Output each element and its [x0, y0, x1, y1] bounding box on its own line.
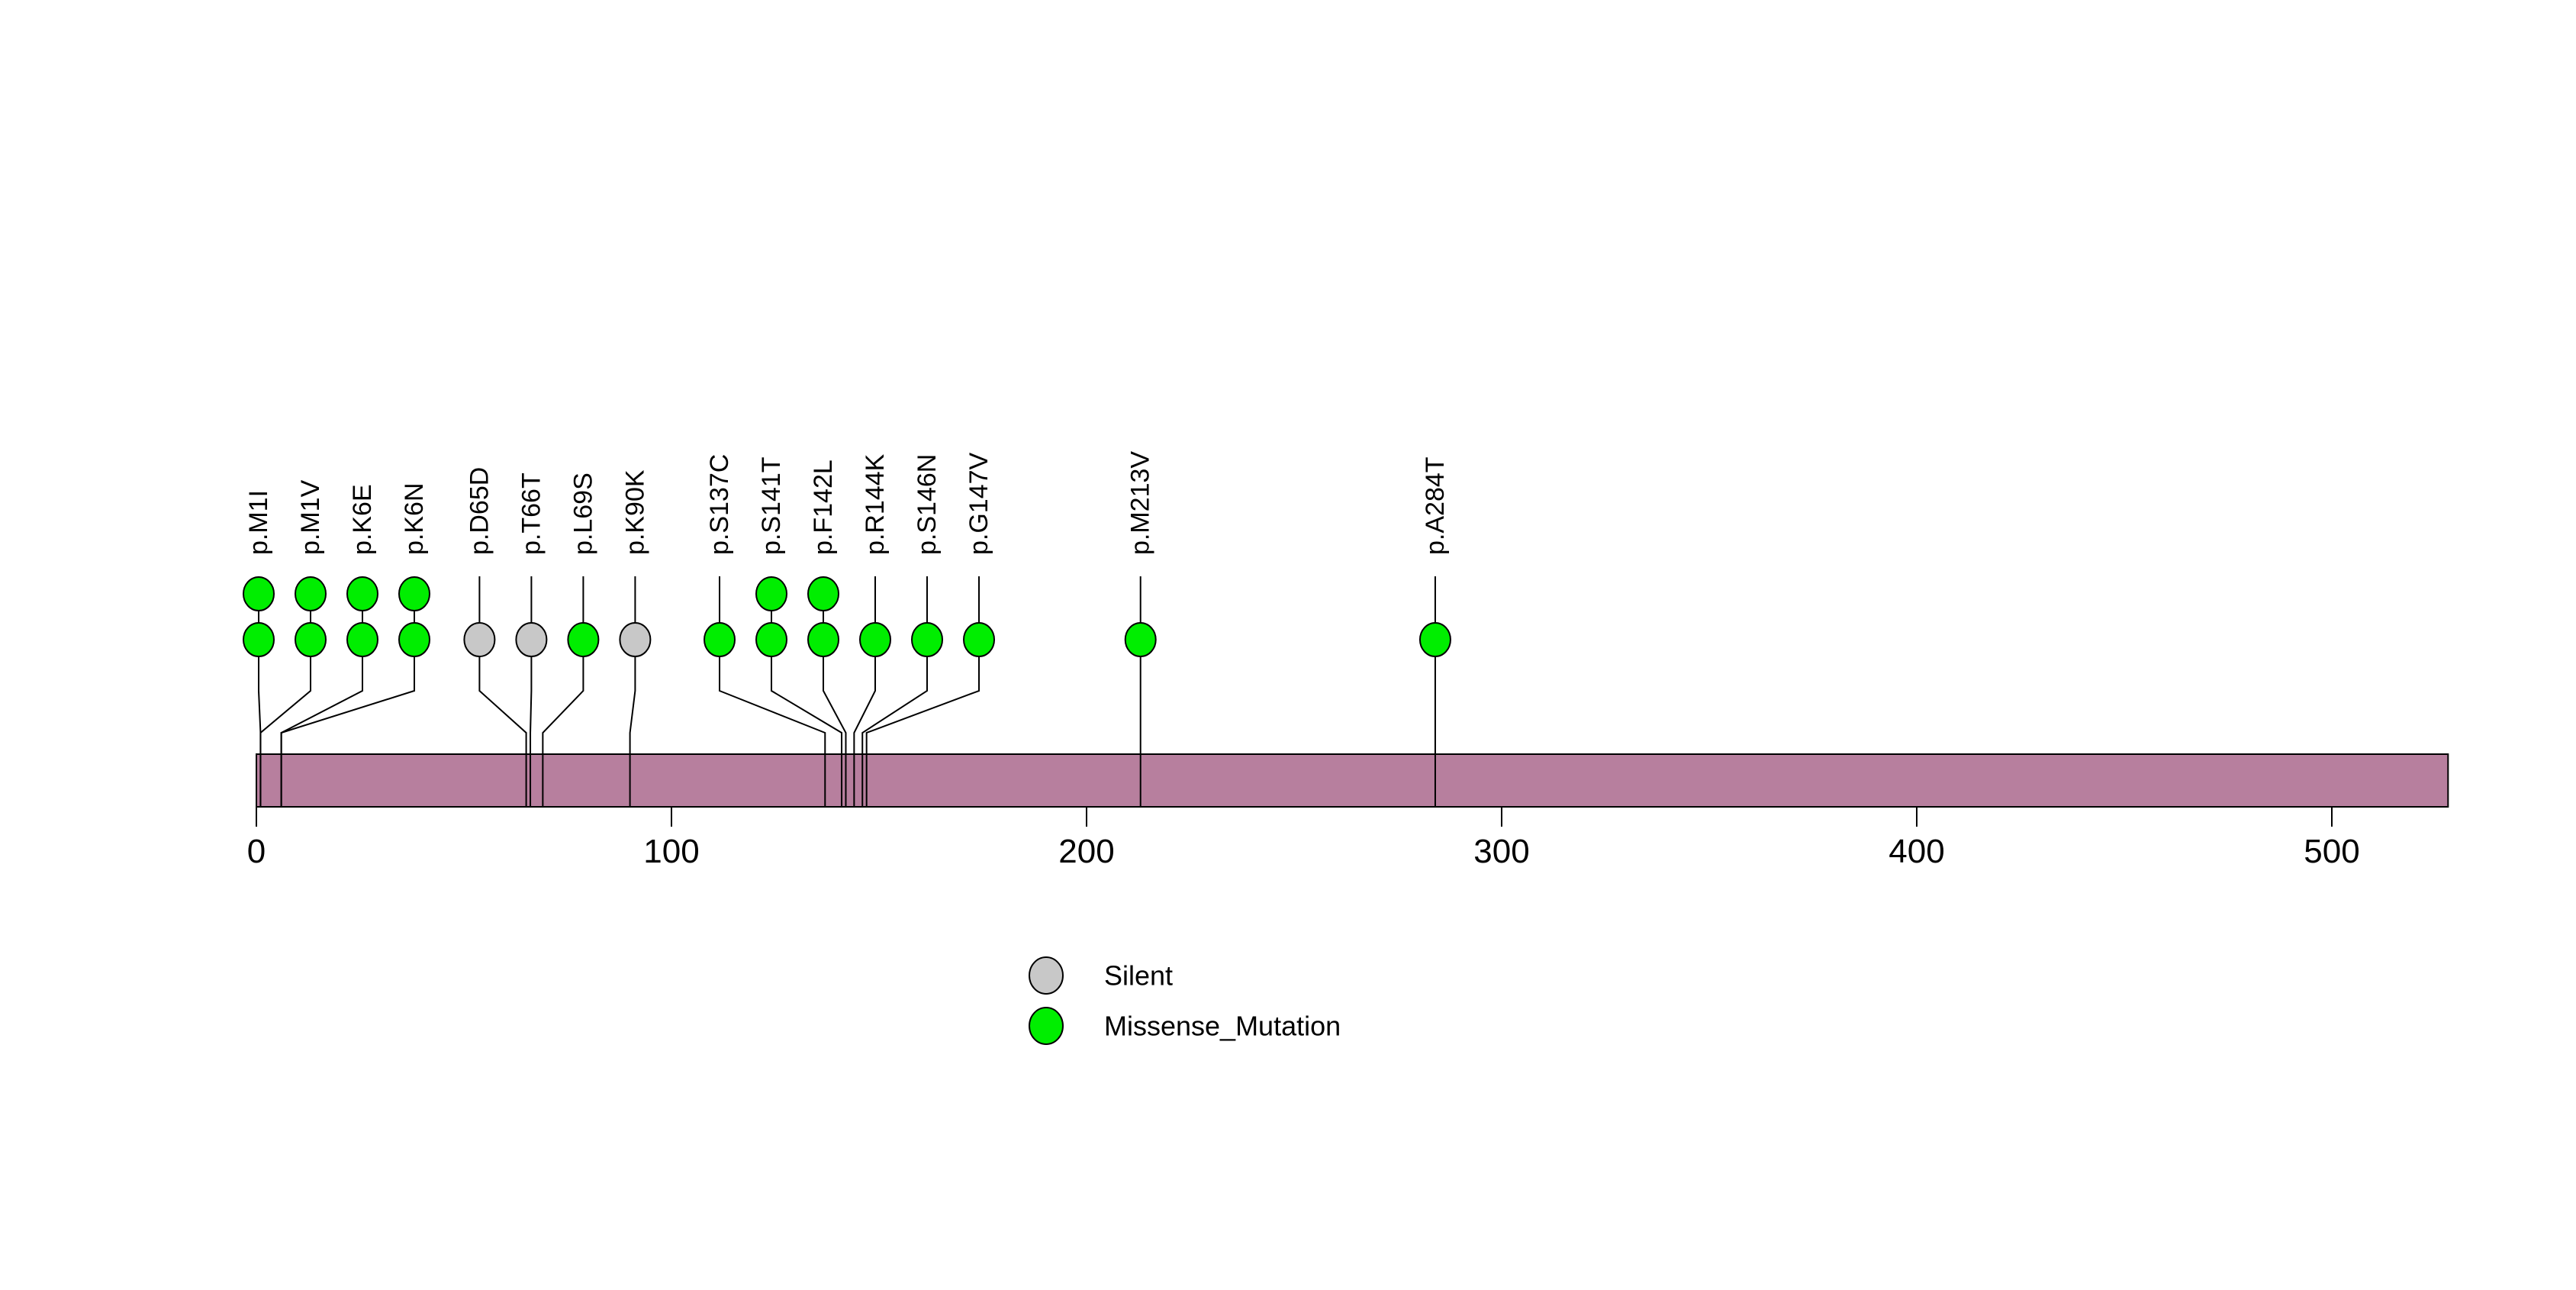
- mutation-circle: [346, 576, 378, 611]
- mutation-circle: [295, 576, 327, 611]
- mutation-circle: [755, 622, 788, 657]
- mutation-label-layer: p.M1I p.M1V p.K6E p.K6N p.D65D p.T66T p.L69S p.…: [244, 451, 1450, 555]
- mutation-circle: [463, 622, 496, 657]
- mutation-label: p.L69S: [568, 472, 597, 555]
- mutation-label: p.A284T: [1421, 456, 1450, 555]
- mutation-circle: [619, 622, 652, 657]
- mutation-label: p.K6E: [348, 484, 377, 555]
- mutation-circle: [963, 622, 996, 657]
- mutation-label: p.M1V: [296, 479, 325, 555]
- mutation-circle: [859, 622, 892, 657]
- axis-tick-label: 400: [1889, 833, 1944, 870]
- axis-tick-label: 200: [1058, 833, 1114, 870]
- mutation-circle: [346, 622, 378, 657]
- mutation-circle: [567, 622, 600, 657]
- mutation-circle: [755, 576, 788, 611]
- protein-bar-layer: [256, 753, 2449, 808]
- axis-tick-label: 100: [643, 833, 699, 870]
- mutation-label: p.T66T: [517, 472, 546, 555]
- legend-swatch-silent: [1029, 956, 1064, 995]
- x-axis: 0 100 200 300 400 500: [247, 807, 2360, 870]
- mutation-label: p.G147V: [964, 452, 993, 555]
- protein-bar: [256, 753, 2449, 808]
- legend-label-silent: Silent: [1104, 960, 1173, 992]
- legend-label-missense: Missense_Mutation: [1104, 1011, 1341, 1042]
- mutation-circle: [398, 576, 430, 611]
- mutation-circle: [398, 622, 430, 657]
- legend: Silent Missense_Mutation: [1029, 956, 1341, 1045]
- mutation-circle: [911, 622, 944, 657]
- mutation-label: p.M213V: [1126, 451, 1155, 555]
- mutation-label: p.M1I: [244, 490, 273, 555]
- mutation-circle: [807, 622, 840, 657]
- mutation-label: p.D65D: [465, 467, 494, 555]
- mutation-circle: [515, 622, 548, 657]
- mutation-circle: [704, 622, 736, 657]
- legend-swatch-missense: [1029, 1007, 1064, 1045]
- axis-tick-label: 0: [247, 833, 266, 870]
- mutation-label: p.R144K: [861, 453, 890, 555]
- mutation-circle: [243, 622, 275, 657]
- mutation-label: p.S141T: [757, 456, 786, 555]
- mutation-circle: [807, 576, 840, 611]
- mutation-circle: [243, 576, 275, 611]
- axis-tick-label: 500: [2304, 833, 2359, 870]
- mutation-label: p.F142L: [809, 460, 838, 555]
- mutation-circle-layer: [243, 576, 1451, 657]
- mutation-label: p.S146N: [913, 454, 942, 555]
- mutation-circle: [1418, 622, 1451, 657]
- mutation-circle: [295, 622, 327, 657]
- mutation-circle: [1124, 622, 1157, 657]
- mutation-label: p.K90K: [620, 469, 649, 555]
- mutation-label: p.K6N: [400, 483, 429, 556]
- axis-tick-label: 300: [1473, 833, 1529, 870]
- mutation-label: p.S137C: [705, 454, 734, 555]
